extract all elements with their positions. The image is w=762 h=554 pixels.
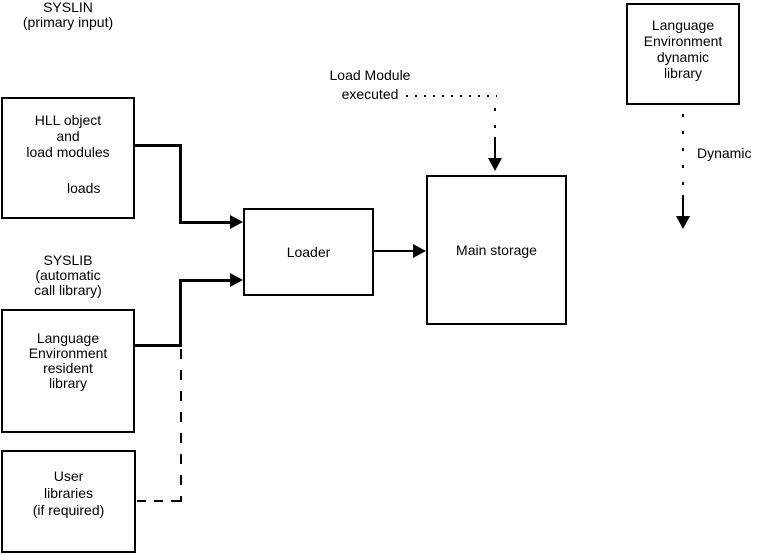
syslib-to-loader-connector-h1 [135,344,181,347]
load-module-arrow-shaft [494,137,496,160]
user-libraries-dashed-connector-v [180,349,182,502]
main-storage-box: Main storage [426,175,567,325]
load-module-executed-label: Load Module executed [329,67,411,102]
syslib-to-loader-connector-h2 [179,279,231,282]
syslin-to-loader-connector-v [179,144,182,223]
hll-object-box-label: HLL object and load modules [26,112,110,160]
load-module-arrowhead-icon [488,158,502,171]
syslib-heading-label: SYSLIB (automatic call library) [34,252,102,298]
loader-to-main-storage-connector [374,250,414,252]
dynamic-label: Dynamic [697,145,752,161]
load-module-dotted-connector-v [494,108,496,135]
syslin-to-loader-arrowhead-icon [230,215,243,229]
dynamic-dotted-connector-v [682,114,684,192]
syslin-to-loader-connector-h2 [179,221,231,224]
syslin-to-loader-connector-h1 [135,144,181,147]
hll-object-box: HLL object and load modules loads [1,97,135,219]
dynamic-arrow-shaft [682,195,684,218]
hll-loads-label: loads [67,180,101,196]
le-resident-library-box: Language Environment resident library [1,309,135,433]
loader-label: Loader [286,244,331,260]
user-libraries-box: User libraries (if required) [1,450,136,553]
user-libraries-label: User libraries (if required) [32,468,105,518]
syslib-to-loader-arrowhead-icon [230,273,243,287]
loader-box: Loader [243,208,374,296]
syslib-to-loader-connector-v [179,279,182,347]
main-storage-label: Main storage [456,242,537,258]
load-module-dotted-leader-h [406,95,497,97]
dynamic-arrowhead-icon [676,216,690,229]
loader-to-main-storage-arrowhead-icon [413,244,426,258]
user-libraries-dashed-connector-h [137,500,182,502]
le-dynamic-library-label: Language Environment dynamic library [643,17,723,81]
syslin-heading-label: SYSLIN (primary input) [22,0,114,30]
le-resident-library-label: Language Environment resident library [28,330,108,391]
le-dynamic-library-box: Language Environment dynamic library [626,3,740,105]
